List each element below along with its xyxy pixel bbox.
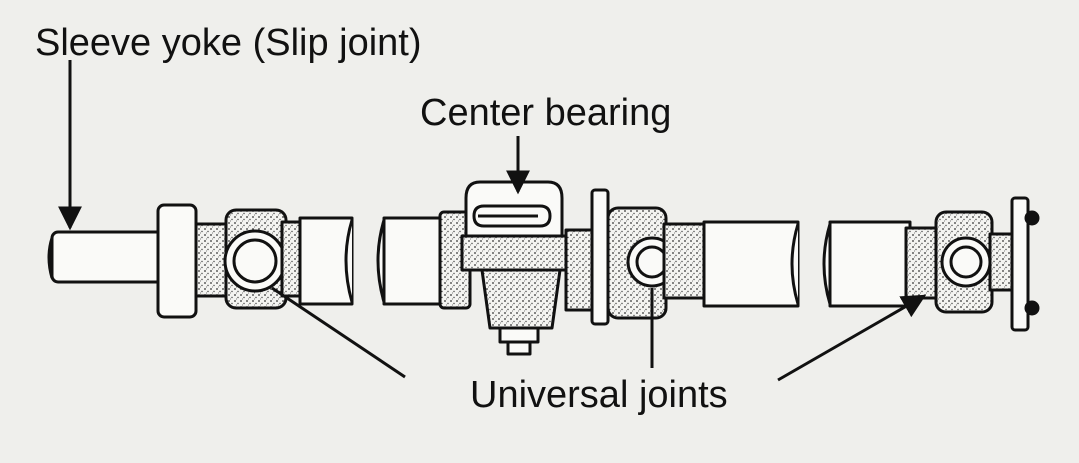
slip-joint-flange [156,203,198,319]
ujoint-leader-front [271,286,406,379]
sleeve-yoke-label: Sleeve yoke (Slip joint) [35,22,422,64]
center-bearing-assembly [438,180,610,356]
front-tube [298,216,442,306]
sleeve-yoke-shaft [47,230,174,284]
ujoint-leader-rear [777,294,927,382]
middle-universal-joint [606,206,706,320]
universal-joints-label: Universal joints [470,374,728,416]
rear-universal-joint [904,196,1040,332]
front-universal-joint [194,208,314,310]
center-bearing-label: Center bearing [420,92,672,134]
rear-tube [702,220,912,308]
